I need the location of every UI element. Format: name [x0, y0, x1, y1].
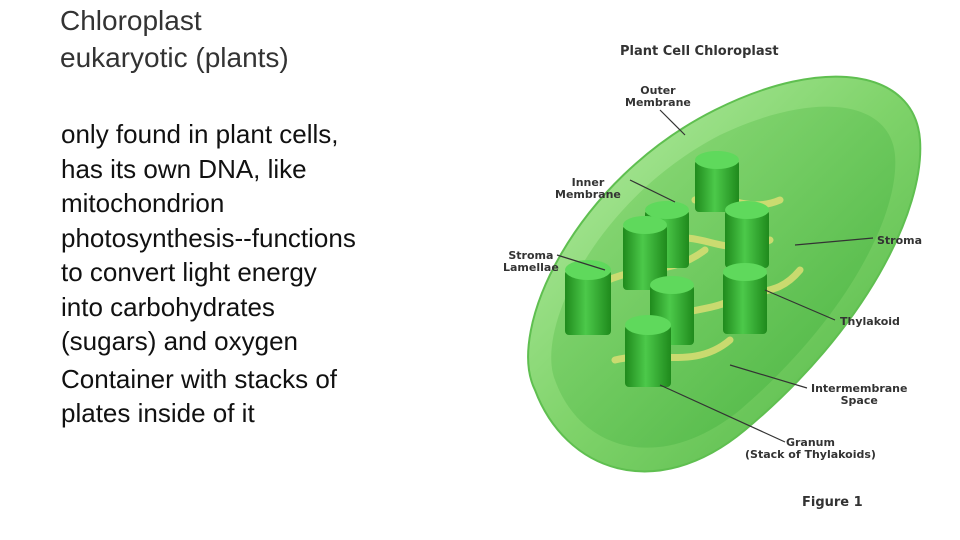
label-leader-lines — [556, 109, 874, 443]
label-outer-membrane: Outer Membrane — [625, 85, 691, 109]
label-stroma-lamellae: Stroma Lamellae — [503, 250, 559, 274]
text-line: photosynthesis--functions — [61, 222, 356, 253]
text-line: only found in plant cells, — [61, 119, 339, 149]
text-line: into carbohydrates — [61, 291, 275, 322]
paragraph-structure: Container with stacks of plates inside o… — [61, 362, 421, 431]
slide-title: Chloroplast eukaryotic (plants) — [60, 2, 289, 76]
chloroplast-figure: Plant Cell Chloroplast Outer Membrane In… — [495, 30, 935, 520]
paragraph-description: only found in plant cells, has its own D… — [61, 117, 421, 359]
title-line-2: eukaryotic (plants) — [60, 42, 289, 73]
label-stroma: Stroma — [877, 234, 923, 247]
label-line: Outer — [640, 84, 676, 97]
figure-title: Plant Cell Chloroplast — [620, 44, 779, 59]
label-line: Intermembrane — [811, 382, 908, 395]
text-line: has its own DNA, like — [61, 153, 307, 184]
label-inner-membrane: Inner Membrane — [555, 177, 621, 201]
slide-body: only found in plant cells, has its own D… — [61, 117, 421, 434]
label-line: Membrane — [555, 188, 621, 201]
grana-stacks — [565, 151, 769, 387]
title-line-1: Chloroplast — [60, 5, 202, 36]
figure-caption: Figure 1 — [802, 495, 863, 510]
label-line: Inner — [571, 176, 605, 189]
label-line: Membrane — [625, 96, 691, 109]
label-line: (Stack of Thylakoids) — [745, 448, 876, 461]
text-line: mitochondrion — [61, 188, 225, 218]
label-line: Lamellae — [503, 261, 559, 274]
label-line: Space — [840, 394, 878, 407]
label-intermembrane-space: Intermembrane Space — [811, 383, 907, 407]
chloroplast-illustration — [527, 75, 922, 473]
text-line: plates inside of it — [61, 398, 255, 428]
label-line: Stroma — [508, 249, 554, 262]
text-line: (sugars) and oxygen — [61, 326, 299, 356]
label-thylakoid: Thylakoid — [840, 315, 900, 328]
label-granum: Granum (Stack of Thylakoids) — [745, 437, 876, 461]
text-line: to convert light energy — [61, 257, 317, 287]
label-line: Granum — [785, 436, 835, 449]
text-line: Container with stacks of — [61, 363, 338, 394]
